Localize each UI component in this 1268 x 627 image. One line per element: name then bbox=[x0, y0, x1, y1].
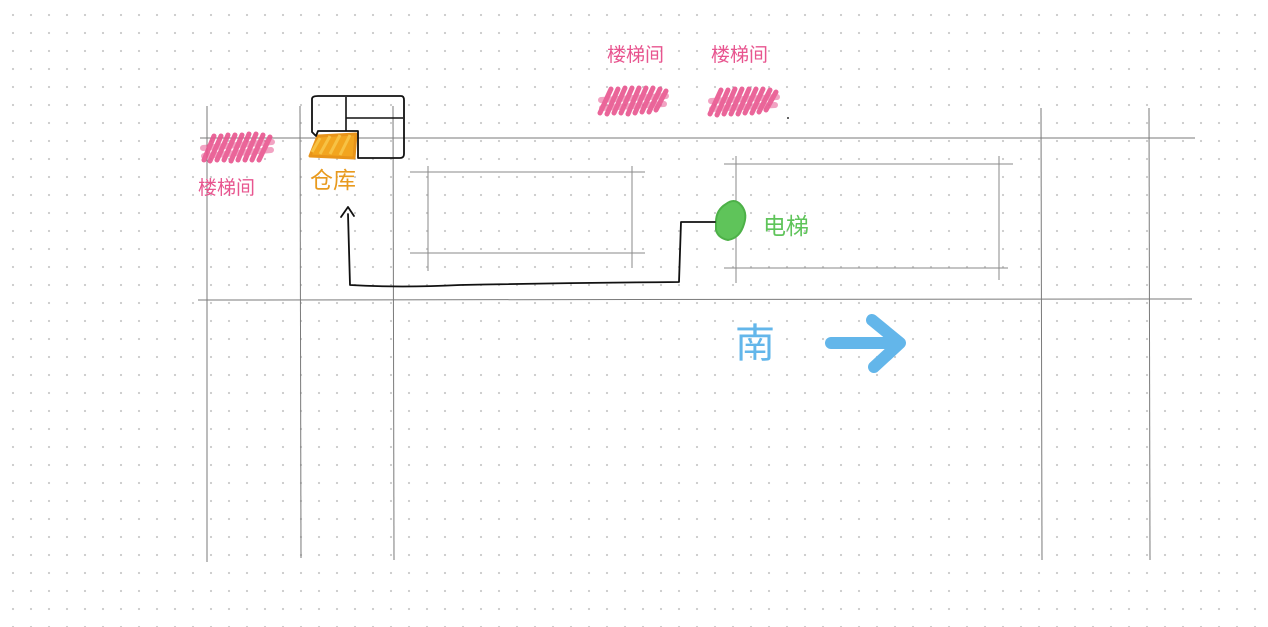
grid-line-h2 bbox=[197, 298, 1193, 301]
route-path bbox=[340, 206, 716, 288]
stairwell-hatch-left bbox=[200, 131, 275, 164]
stairwell-hatch-top-2 bbox=[707, 86, 780, 118]
south-direction-label: 南 bbox=[735, 321, 775, 367]
stairwell-label-top-2: 楼梯间 bbox=[711, 44, 769, 66]
storage-outline bbox=[311, 95, 405, 159]
elevator-marker bbox=[715, 200, 747, 242]
route-arrowhead bbox=[340, 206, 355, 218]
elevator-label: 电梯 bbox=[763, 214, 809, 240]
room-outlines bbox=[410, 156, 1013, 283]
stairwell-label-left: 楼梯间 bbox=[198, 177, 256, 199]
arrow-right-icon bbox=[825, 314, 906, 373]
grid-line-v3 bbox=[392, 105, 395, 561]
storage-label: 仓库 bbox=[310, 168, 356, 194]
grid-line-v4 bbox=[1040, 107, 1043, 561]
storage-room bbox=[308, 95, 405, 160]
stairwell-hatch-top-1 bbox=[597, 85, 669, 117]
grid-line-v5 bbox=[1148, 107, 1151, 561]
grid-lines bbox=[197, 105, 1195, 562]
grid-line-v2 bbox=[299, 105, 302, 559]
stairwell-label-top-1: 楼梯间 bbox=[607, 44, 665, 66]
